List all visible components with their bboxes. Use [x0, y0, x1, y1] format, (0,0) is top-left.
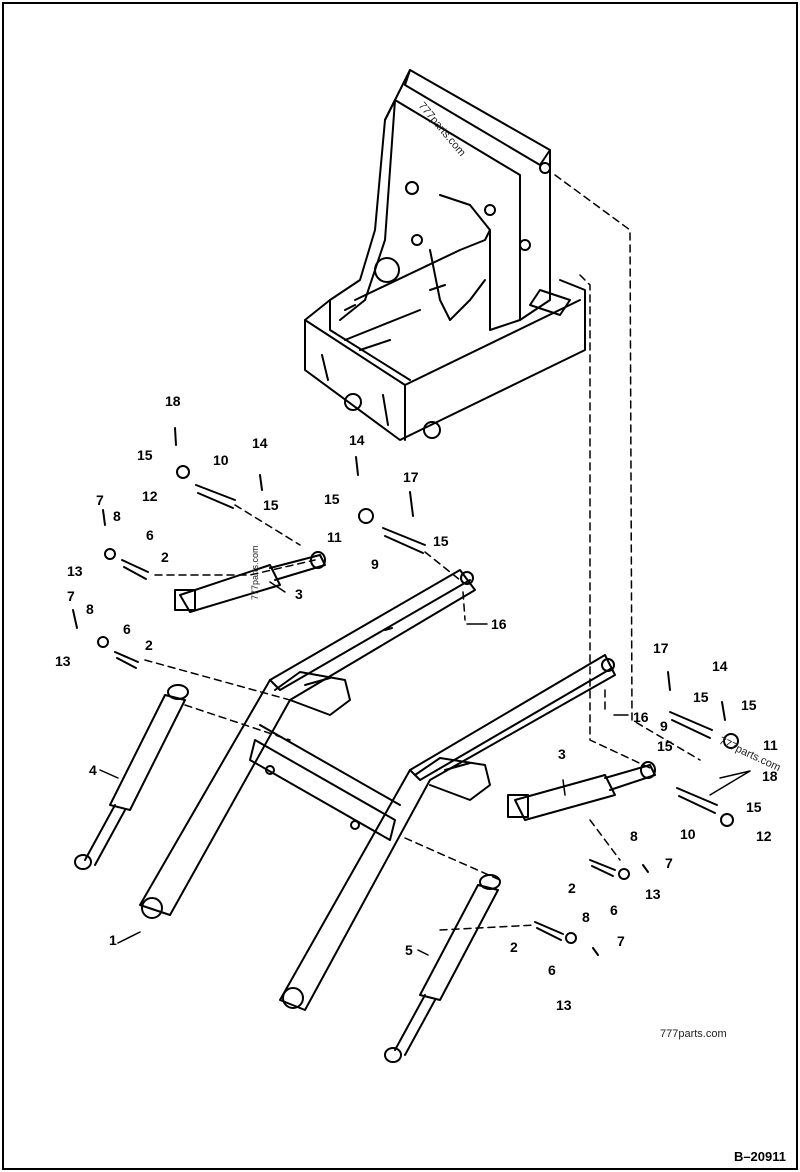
cylinder-4: [74, 684, 189, 870]
callout-2: 2: [161, 549, 169, 565]
callout-2: 2: [568, 880, 576, 896]
callout-7: 7: [665, 855, 673, 871]
drawing-number: B–20911: [733, 1149, 786, 1164]
callout-15: 15: [433, 533, 449, 549]
callout-4: 4: [89, 762, 97, 778]
callout-13: 13: [645, 886, 661, 902]
callout-5: 5: [405, 942, 413, 958]
callout-7: 7: [67, 588, 75, 604]
callout-7: 7: [96, 492, 104, 508]
callout-11: 11: [327, 529, 342, 545]
callout-15: 15: [746, 799, 762, 815]
callout-15: 15: [657, 738, 673, 754]
callout-3: 3: [295, 586, 303, 602]
callout-6: 6: [548, 962, 556, 978]
callout-2: 2: [510, 939, 518, 955]
main-frame-tower: [304, 69, 586, 441]
callout-8: 8: [113, 508, 121, 524]
callout-17: 17: [653, 640, 669, 656]
callout-9: 9: [371, 556, 379, 572]
callout-6: 6: [123, 621, 131, 637]
callout-13: 13: [556, 997, 572, 1013]
callout-16: 16: [633, 709, 649, 725]
callout-8: 8: [86, 601, 94, 617]
callout-10: 10: [213, 452, 229, 468]
callout-11: 11: [763, 737, 778, 753]
callout-12: 12: [142, 488, 158, 504]
callout-14: 14: [252, 435, 268, 451]
callout-3: 3: [558, 746, 566, 762]
callout-1: 1: [109, 932, 117, 948]
callout-13: 13: [55, 653, 71, 669]
callout-6: 6: [610, 902, 618, 918]
pins-and-hardware: [72, 427, 739, 956]
hidden-center-lines: [144, 174, 701, 931]
callout-15: 15: [693, 689, 709, 705]
callout-7: 7: [617, 933, 625, 949]
callout-10: 10: [680, 826, 696, 842]
callout-16: 16: [491, 616, 507, 632]
callout-14: 14: [349, 432, 365, 448]
cylinder-3-right: [507, 761, 656, 821]
callout-12: 12: [756, 828, 772, 844]
watermark-text: 777parts.com: [660, 1028, 727, 1040]
callout-15: 15: [324, 491, 340, 507]
callout-17: 17: [403, 469, 419, 485]
callout-6: 6: [146, 527, 154, 543]
callout-18: 18: [762, 768, 778, 784]
callout-15: 15: [137, 447, 153, 463]
callout-8: 8: [582, 909, 590, 925]
watermark-text: 777parts.com: [250, 545, 260, 600]
crossmember: [249, 724, 401, 841]
lift-arm-right: [279, 654, 616, 1011]
callout-8: 8: [630, 828, 638, 844]
callout-13: 13: [67, 563, 83, 579]
lift-arm-left: [139, 569, 476, 919]
callout-9: 9: [660, 718, 668, 734]
callout-15: 15: [741, 697, 757, 713]
callout-15: 15: [263, 497, 279, 513]
callout-2: 2: [145, 637, 153, 653]
callout-leaders: [99, 581, 751, 956]
cylinder-5: [384, 874, 501, 1063]
callout-18: 18: [165, 393, 181, 409]
callout-14: 14: [712, 658, 728, 674]
